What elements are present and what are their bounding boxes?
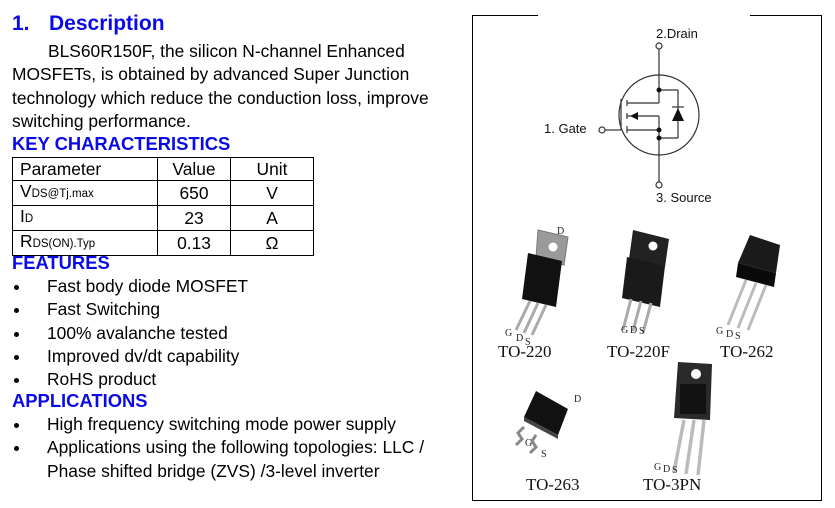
key-characteristics-table: Parameter Value Unit VDS@Tj.max 650 V ID… xyxy=(12,157,314,256)
section-number: 1. xyxy=(12,12,30,35)
pin-label: G xyxy=(505,328,513,339)
list-item: Applications using the following topolog… xyxy=(12,436,447,483)
features-heading: FEATURES xyxy=(12,252,110,273)
pin-label: D xyxy=(630,325,638,336)
description-paragraph: BLS60R150F, the silicon N-channel Enhanc… xyxy=(12,40,462,133)
pin-label: D xyxy=(516,333,524,344)
list-item-text: Applications using the following topolog… xyxy=(47,437,425,481)
value-cell: 650 xyxy=(157,180,231,206)
applications-heading: APPLICATIONS xyxy=(12,390,148,411)
pin-label: G xyxy=(621,325,629,336)
bullet-icon xyxy=(14,446,19,452)
pin-label: G xyxy=(525,438,533,449)
to220f-package-icon xyxy=(621,230,669,334)
section-title: Description xyxy=(49,12,165,35)
value-cell: 23 xyxy=(157,205,231,231)
to263-package-icon xyxy=(514,391,568,455)
gate-label: 1. Gate xyxy=(544,121,587,136)
param-cell: ID xyxy=(12,205,158,231)
pin-label: G xyxy=(654,462,662,473)
list-item: RoHS product xyxy=(12,368,457,391)
bullet-icon xyxy=(14,285,19,290)
header-unit: Unit xyxy=(230,157,314,181)
table-row: RDS(ON).Typ 0.13 Ω xyxy=(12,230,314,256)
pin-label: S xyxy=(639,326,645,337)
param-symbol: V xyxy=(20,181,32,201)
list-item: Fast body diode MOSFET xyxy=(12,275,457,298)
list-item: 100% avalanche tested xyxy=(12,322,457,345)
pin-label: S xyxy=(525,337,531,348)
mosfet-schematic-icon xyxy=(598,42,700,189)
unit-cell: V xyxy=(230,180,314,206)
box-border-top-left xyxy=(472,15,538,16)
list-item-text: Fast Switching xyxy=(47,299,161,320)
list-item: Fast Switching xyxy=(12,298,457,321)
package-figure-box: 2.Drain 1. Gate 3. Source D G D S TO-220… xyxy=(472,15,822,501)
param-cell: VDS@Tj.max xyxy=(12,180,158,206)
package-name: TO-263 xyxy=(526,475,580,494)
bullet-icon xyxy=(14,378,19,384)
pin-label: S xyxy=(672,465,678,476)
param-subscript: DS@Tj.max xyxy=(31,188,94,200)
header-parameter: Parameter xyxy=(12,157,158,181)
bullet-icon xyxy=(14,331,19,337)
value-cell: 0.13 xyxy=(157,230,231,256)
drain-label: 2.Drain xyxy=(656,26,698,41)
key-characteristics-heading: KEY CHARACTERISTICS xyxy=(12,133,231,154)
pin-label: S xyxy=(735,331,741,342)
to3pn-package-icon xyxy=(672,362,712,476)
unit-cell: A xyxy=(230,205,314,231)
pin-label: D xyxy=(574,394,582,405)
param-symbol: I xyxy=(20,206,25,226)
to262-package-icon xyxy=(726,235,780,331)
package-name: TO-220 xyxy=(498,342,552,361)
pin-label: D xyxy=(663,464,671,475)
package-name: TO-220F xyxy=(607,342,670,361)
header-value: Value xyxy=(157,157,231,181)
unit-cell: Ω xyxy=(230,230,314,256)
list-item-text: High frequency switching mode power supp… xyxy=(47,414,396,434)
features-list: Fast body diode MOSFET Fast Switching 10… xyxy=(12,275,457,391)
to220-package-icon xyxy=(514,229,569,336)
pin-label: D xyxy=(557,226,565,237)
bullet-icon xyxy=(14,423,19,428)
list-item-text: RoHS product xyxy=(47,369,157,390)
box-border-top-right xyxy=(750,15,822,16)
pin-label: S xyxy=(541,449,547,460)
table-header-row: Parameter Value Unit xyxy=(12,157,314,181)
package-name: TO-262 xyxy=(720,342,774,361)
param-subscript: DS(ON).Typ xyxy=(32,238,96,250)
pin-label: G xyxy=(716,326,724,337)
source-label: 3. Source xyxy=(656,190,712,205)
pin-label: D xyxy=(726,329,734,340)
section-heading-description: 1. Description xyxy=(12,12,165,36)
package-name: TO-3PN xyxy=(643,475,702,494)
list-item: Improved dv/dt capability xyxy=(12,345,457,368)
bullet-icon xyxy=(14,354,19,360)
description-text: BLS60R150F, the silicon N-channel Enhanc… xyxy=(12,41,429,131)
bullet-icon xyxy=(14,308,19,314)
list-item-text: Improved dv/dt capability xyxy=(47,345,240,366)
param-subscript: D xyxy=(24,213,34,225)
param-symbol: R xyxy=(20,231,33,251)
table-row: ID 23 A xyxy=(12,205,314,231)
list-item-text: 100% avalanche tested xyxy=(47,322,228,343)
list-item: High frequency switching mode power supp… xyxy=(12,413,457,436)
param-cell: RDS(ON).Typ xyxy=(12,230,158,256)
table-row: VDS@Tj.max 650 V xyxy=(12,180,314,206)
applications-list: High frequency switching mode power supp… xyxy=(12,413,457,483)
list-item-text: Fast body diode MOSFET xyxy=(47,276,249,296)
